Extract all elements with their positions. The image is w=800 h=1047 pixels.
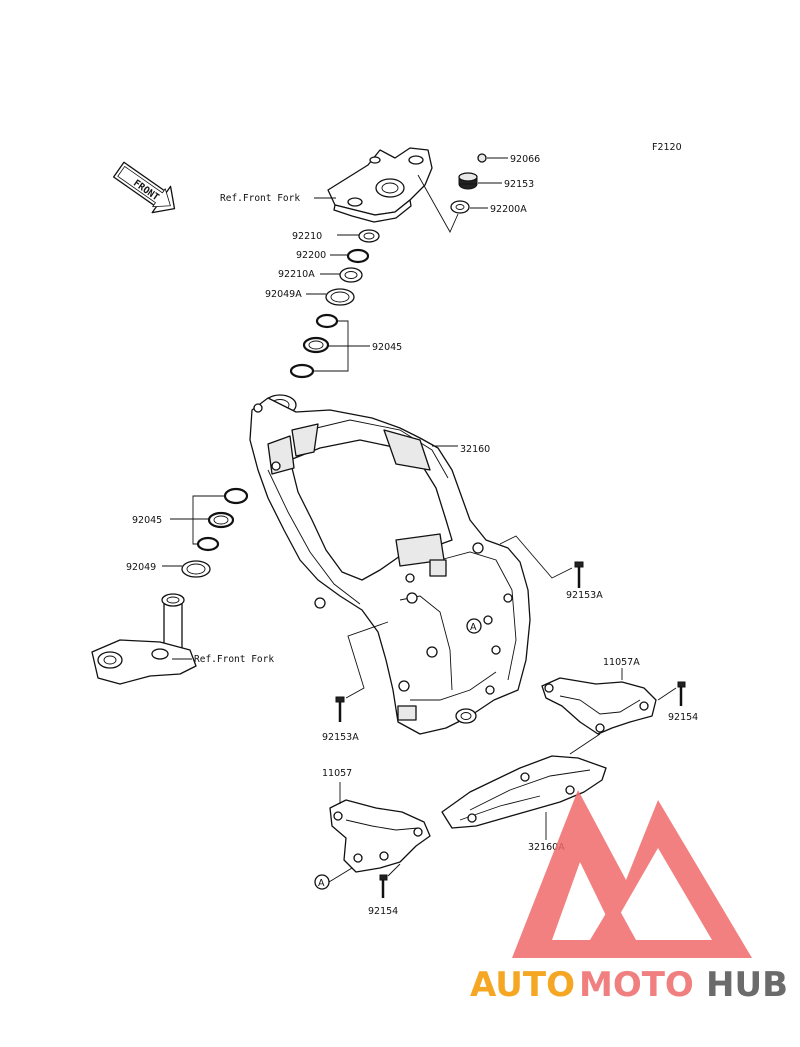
diagram-code: F2120 bbox=[652, 142, 682, 153]
upper-triple-clamp bbox=[327, 147, 433, 223]
part-11057-bracket: 11057 bbox=[322, 768, 431, 873]
part-92210A-nut: 92210A bbox=[278, 267, 363, 283]
part-92153A-right-bolt: 92153A bbox=[499, 535, 603, 601]
watermark-text: AUTO MOTO HUB bbox=[470, 965, 788, 1005]
part-92153-bolt: 92153 bbox=[458, 172, 534, 190]
front-arrow-icon: FRONT bbox=[112, 161, 176, 214]
callout-92049A: 92049A bbox=[265, 289, 302, 300]
part-92154-bottom-bolt: 92154 bbox=[368, 863, 401, 917]
callout-92154-right: 92154 bbox=[668, 712, 698, 723]
part-11057A-bracket: 11057A bbox=[541, 657, 657, 735]
part-92153A-left-bolt: 92153A bbox=[322, 621, 389, 743]
part-92049A-seal: 92049A bbox=[265, 288, 355, 306]
callout-92153: 92153 bbox=[504, 179, 534, 190]
callout-92153A-right: 92153A bbox=[566, 590, 603, 601]
callout-92153A-left: 92153A bbox=[322, 732, 359, 743]
automotohub-logo-icon bbox=[512, 790, 752, 958]
part-92049-seal: 92049 bbox=[126, 560, 211, 578]
watermark-moto: MOTO bbox=[579, 965, 694, 1005]
callout-11057: 11057 bbox=[322, 768, 352, 779]
part-92200A-washer: 92200A bbox=[450, 200, 527, 215]
part-92045-top-bearings: 92045 bbox=[289, 313, 402, 379]
part-92045-lower-bearings: 92045 bbox=[132, 487, 249, 552]
part-92066-cap: 92066 bbox=[477, 153, 540, 165]
part-92210-nut: 92210 bbox=[292, 229, 380, 243]
callout-92049: 92049 bbox=[126, 562, 156, 573]
callout-ref-front-fork-top: Ref.Front Fork bbox=[220, 193, 300, 204]
leader-clamp-bolt bbox=[417, 174, 459, 234]
svg-text:A: A bbox=[470, 622, 477, 633]
callout-32160: 32160 bbox=[460, 444, 490, 455]
callout-92045-left: 92045 bbox=[132, 515, 162, 526]
callout-92200: 92200 bbox=[296, 250, 326, 261]
callout-11057A: 11057A bbox=[603, 657, 640, 668]
marker-a-bracket: A bbox=[314, 867, 353, 890]
main-frame bbox=[249, 394, 531, 735]
part-92154-right-bolt: 92154 bbox=[657, 681, 698, 723]
callout-32160A: 32160A bbox=[528, 842, 565, 853]
watermark-auto: AUTO bbox=[470, 965, 575, 1005]
lower-stem-clamp bbox=[91, 593, 197, 685]
callout-92154-bottom: 92154 bbox=[368, 906, 398, 917]
part-32160A-subframe: 32160A bbox=[441, 755, 607, 853]
callout-92210: 92210 bbox=[292, 231, 322, 242]
callout-92045-top: 92045 bbox=[372, 342, 402, 353]
part-92200-washer: 92200 bbox=[296, 248, 370, 264]
callout-92210A: 92210A bbox=[278, 269, 315, 280]
svg-text:A: A bbox=[318, 878, 325, 889]
callout-92066: 92066 bbox=[510, 154, 540, 165]
callout-ref-front-fork-bottom: Ref.Front Fork bbox=[194, 654, 274, 665]
watermark-hub: HUB bbox=[706, 965, 788, 1005]
callout-92200A: 92200A bbox=[490, 204, 527, 215]
marker-a-frame: A bbox=[466, 618, 482, 634]
